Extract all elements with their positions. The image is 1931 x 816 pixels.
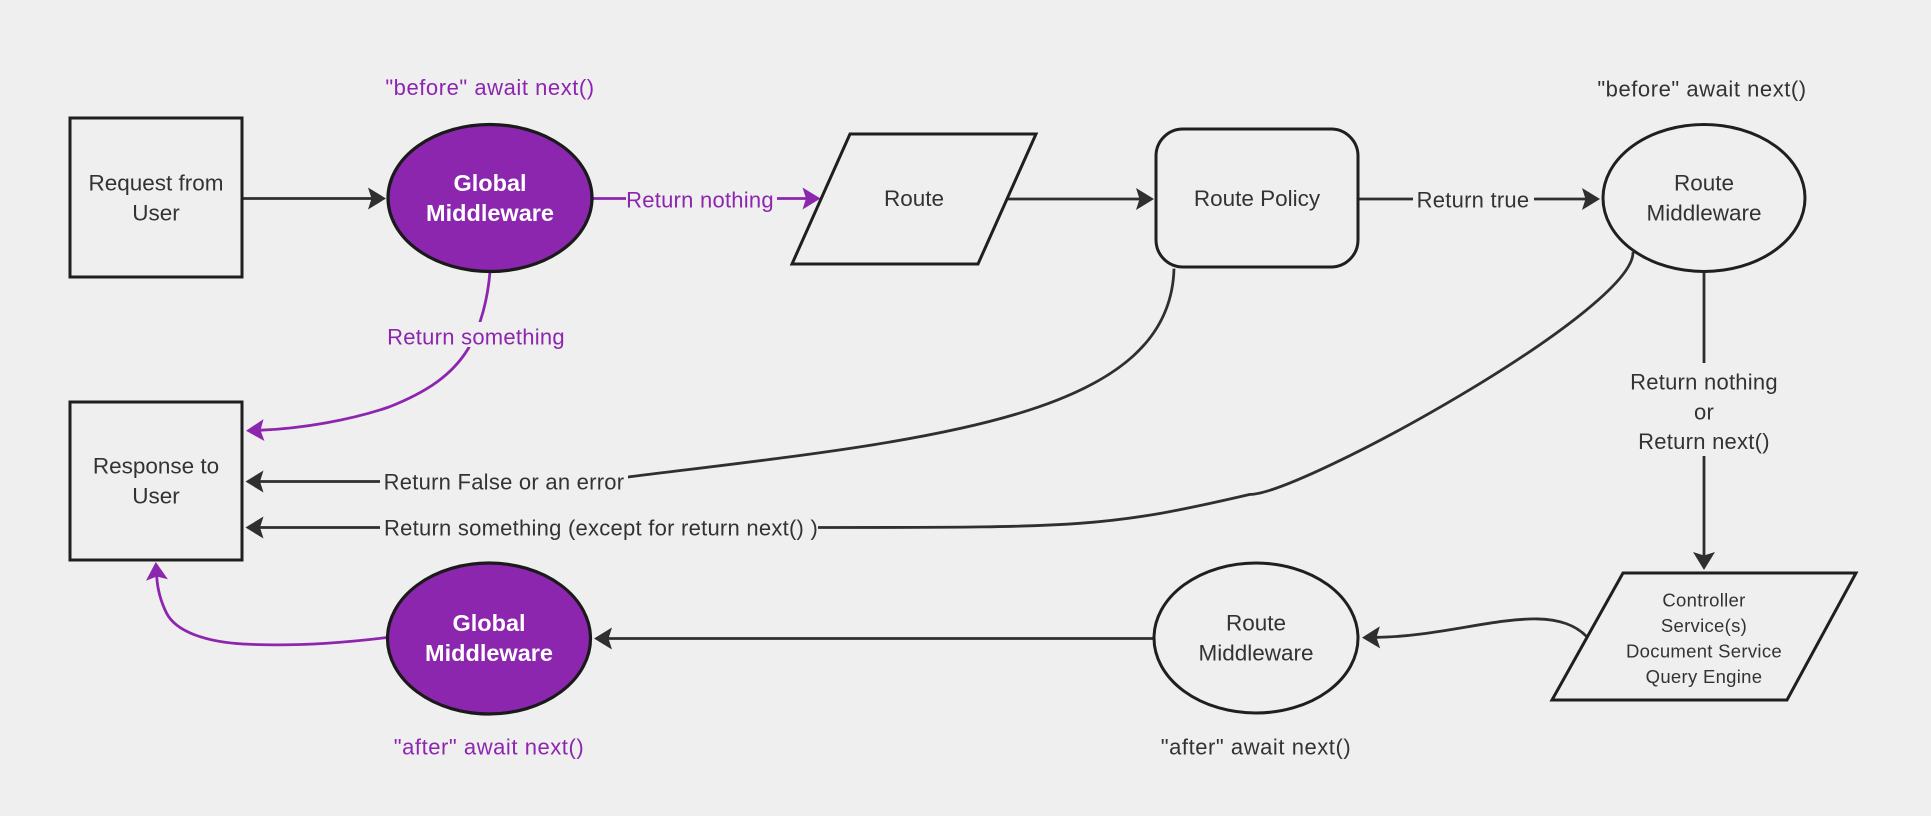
svg-text:Middleware: Middleware <box>426 200 554 226</box>
svg-text:User: User <box>132 484 180 509</box>
svg-text:"after" await next(): "after" await next() <box>394 735 584 760</box>
svg-text:"after" await next(): "after" await next() <box>1161 735 1351 760</box>
svg-text:User: User <box>132 201 180 226</box>
svg-text:Query Engine: Query Engine <box>1646 666 1763 687</box>
svg-text:Response to: Response to <box>93 454 219 479</box>
svg-text:Return true: Return true <box>1417 188 1530 213</box>
svg-text:Return something: Return something <box>387 325 565 350</box>
svg-text:Controller: Controller <box>1662 590 1745 611</box>
svg-text:"before" await next(): "before" await next() <box>1597 77 1806 102</box>
svg-text:Return next(): Return next() <box>1638 429 1770 454</box>
svg-text:Return something (except for r: Return something (except for return next… <box>384 516 818 541</box>
svg-text:Route: Route <box>1674 171 1734 196</box>
svg-text:Route Policy: Route Policy <box>1194 186 1321 211</box>
svg-text:Middleware: Middleware <box>425 640 553 666</box>
svg-text:Global: Global <box>452 610 525 636</box>
svg-text:Middleware: Middleware <box>1646 201 1761 226</box>
svg-text:Return False or an error: Return False or an error <box>384 470 625 495</box>
svg-text:Middleware: Middleware <box>1198 641 1313 666</box>
svg-text:or: or <box>1694 400 1714 425</box>
svg-text:Return nothing: Return nothing <box>626 188 774 213</box>
svg-text:Route: Route <box>1226 611 1286 636</box>
svg-text:Return nothing: Return nothing <box>1630 370 1778 395</box>
svg-text:Route: Route <box>884 186 944 211</box>
svg-text:Global: Global <box>453 170 526 196</box>
svg-text:Service(s): Service(s) <box>1661 615 1747 636</box>
svg-text:"before" await next(): "before" await next() <box>385 75 594 100</box>
svg-text:Request from: Request from <box>88 171 223 196</box>
svg-text:Document Service: Document Service <box>1626 641 1782 662</box>
